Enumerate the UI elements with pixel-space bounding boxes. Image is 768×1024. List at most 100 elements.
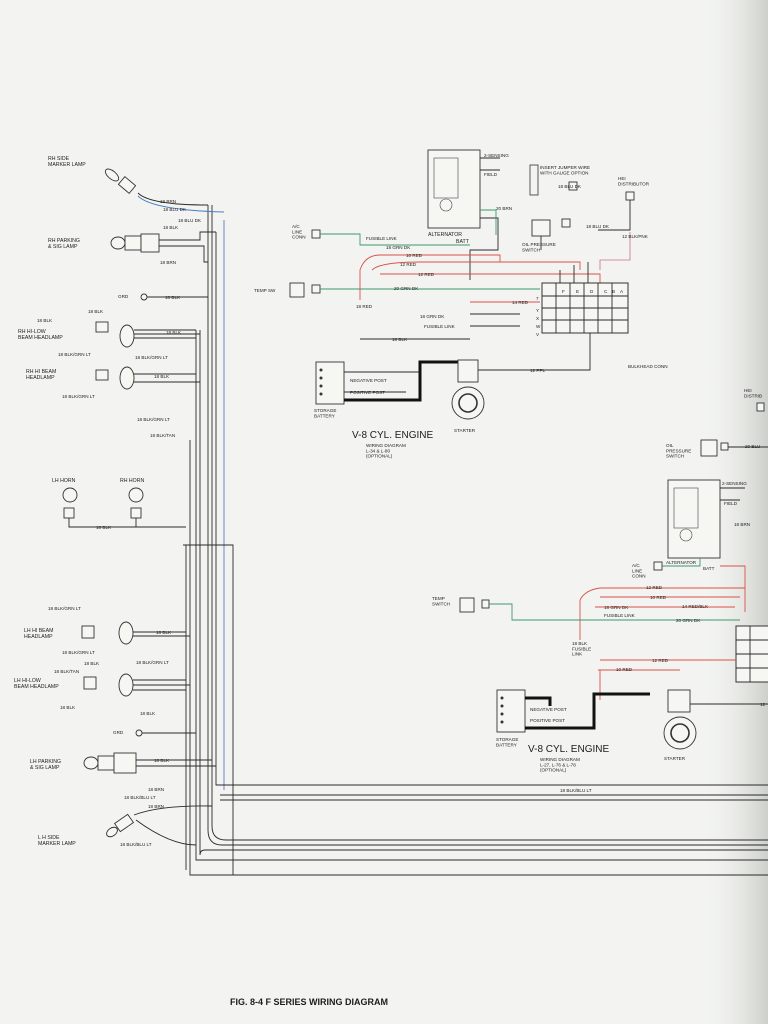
- label-neg-post-top: NEGATIVE POST: [350, 378, 387, 383]
- label-lh-side-marker-line-2: MARKER LAMP: [38, 841, 76, 847]
- temp-switch-top: TEMP SW 20 GRN DK: [254, 282, 540, 298]
- wire-label-3: 18 BLU DK: [178, 218, 202, 223]
- wire-label-25: 18 BLK/GRN LT: [136, 660, 169, 665]
- engine-top-subtitle: WIRING DIAGRAM: [366, 443, 406, 448]
- label-alternator-top: ALTERNATOR: [428, 232, 462, 238]
- bulkhead-connector-bottom: [735, 625, 768, 683]
- label-alternator-bottom: ALTERNATOR: [666, 560, 697, 565]
- label-storage-bottom-line-2: BATTERY: [496, 742, 517, 747]
- wire-label-31: 18 BLK/BLU LT: [120, 842, 152, 847]
- engine-bottom-subtitle: WIRING DIAGRAM: [540, 757, 580, 762]
- wire-label-24: 18 BLK/GRN LT: [62, 650, 95, 655]
- label-hei-bottom: HEI: [744, 388, 752, 393]
- engine-bottom-subtitle-line-3: (OPTIONAL): [540, 768, 567, 773]
- label-ac-top: A/C: [292, 224, 300, 229]
- wire-label-4: 18 BLK: [163, 225, 179, 230]
- engine-bottom-title: V-8 CYL. ENGINE: [528, 744, 609, 755]
- rh-horn: RH HORN: [120, 478, 144, 519]
- wire-label-26: 18 BLK: [156, 630, 172, 635]
- label-ac-bottom: A/C: [632, 563, 640, 568]
- wire-label-8: 18 BLK: [37, 318, 53, 323]
- rh-parking-lamp: RH PARKING& SIG LAMP: [48, 231, 216, 263]
- wire-label-27: 18 BLK: [84, 661, 100, 666]
- wire-bottom-4: 10 RED: [650, 595, 667, 600]
- label-oil-switch-top-line-2: SWITCH: [522, 247, 540, 252]
- label-ac-top-line-3: CONN: [292, 235, 306, 240]
- label-oil-switch-bottom-line-3: SWITCH: [666, 454, 684, 459]
- label-field-bottom: FIELD: [724, 501, 738, 506]
- conn-row-y: Y: [536, 308, 539, 313]
- label-bulkhead: BULKHEAD CONN: [628, 364, 668, 369]
- engine-top-subtitle-line-2: L-34 & L-80: [366, 448, 390, 453]
- engine-top-title: V-8 CYL. ENGINE: [352, 430, 433, 441]
- wire-top-5: 12 RED: [400, 262, 417, 267]
- wire-top-10: 18 BLK: [392, 337, 408, 342]
- label-jumper-line-2: WITH GAUGE OPTION: [540, 170, 589, 175]
- wire-label-17: 18 BLK: [154, 758, 170, 763]
- conn-row-w: W: [536, 324, 541, 329]
- conn-letter-a: A: [620, 289, 624, 294]
- label-lh-hi-low: LH HI-LOW: [14, 678, 41, 684]
- wire-label-19: 18 BLK/GRN LT: [62, 394, 95, 399]
- engine-top-subtitle-line-3: (OPTIONAL): [366, 454, 393, 459]
- label-batt-top: BATT: [456, 239, 470, 245]
- label-hei-top: HEI: [618, 176, 626, 181]
- wire-bottom-5: 18 GRN DK: [604, 605, 629, 610]
- label-rh-hi-low-line-2: BEAM HEADLAMP: [18, 335, 63, 341]
- conn-row-x: X: [536, 316, 539, 321]
- label-ac-bottom-line-2: LINE: [632, 568, 642, 573]
- conn-row-7: 7: [536, 296, 539, 301]
- wire-bottom-10: 10 RED: [616, 667, 633, 672]
- label-rh-side-marker: RH SIDE: [48, 156, 70, 162]
- label-lh-hi-beam-line-2: HEADLAMP: [24, 634, 53, 640]
- label-lh-horn: LH HORN: [52, 478, 76, 484]
- wire-label-6: 18 BLK: [165, 295, 181, 300]
- svg-text:RH PARKING& SIG LAMP: RH PARKING& SIG LAMP: [48, 238, 80, 250]
- label-rh-hi-beam: RH HI BEAM: [26, 369, 56, 375]
- wire-label-11: 18 BLK/GRN LT: [137, 417, 170, 422]
- wire-label-10: 18 BLK/GRN LT: [58, 352, 91, 357]
- label-grd-2: GRD: [113, 730, 124, 735]
- label-field-top: FIELD: [484, 172, 498, 177]
- label-storage-top-line-2: BATTERY: [314, 413, 335, 418]
- wire-bottom-9: 12 RED: [652, 658, 669, 663]
- label-batt-bottom: BATT: [703, 566, 715, 571]
- label-fusible-top: FUSIBLE LINK: [366, 236, 398, 241]
- engine-bottom-subtitle-line-2: L-27, L-76 & L-78: [540, 762, 576, 767]
- wire-label-5: 18 BRN: [160, 260, 176, 265]
- wire-top-11: 12 PPL: [530, 368, 546, 373]
- oil-switch-conn: [561, 218, 571, 228]
- ground-point: GRD: [118, 293, 208, 301]
- label-lh-hi-beam: LH HI BEAM: [24, 628, 53, 634]
- label-oil-switch-top: OIL PRESSURE: [522, 242, 556, 247]
- lh-horn: LH HORN: [52, 478, 78, 519]
- wire-top-9: 18 GRN DK: [420, 314, 445, 319]
- wire-bottom-3: 12 RED: [646, 585, 663, 590]
- wire-label-23: 18 BLK/GRN LT: [48, 606, 81, 611]
- starter-bottom: STARTER: [663, 689, 697, 761]
- label-pos-post-bottom: POSITIVE POST: [530, 718, 565, 723]
- conn-letter-f: F: [562, 289, 565, 294]
- lh-parking-lamp: LH PARKING& SIG LAMP: [30, 752, 216, 774]
- wire-label-21: 18 BLK/TAN: [150, 433, 175, 438]
